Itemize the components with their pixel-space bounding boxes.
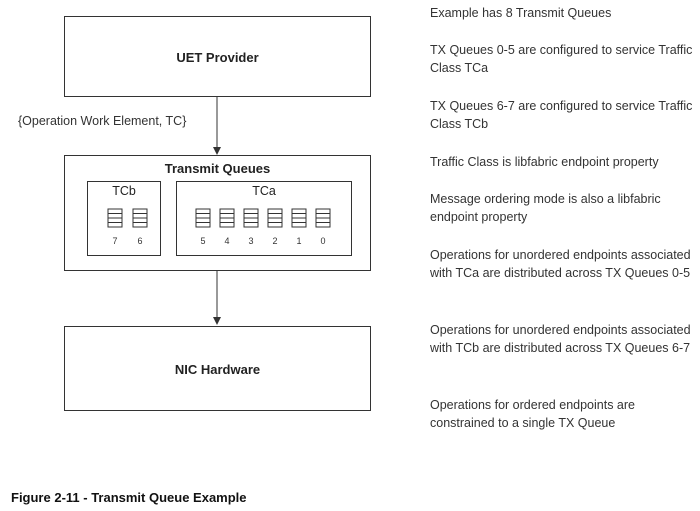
queue-number-5: 5 (200, 236, 206, 246)
note-5: Message ordering mode is also a libfabri… (430, 192, 661, 224)
tx-queue-7-icon (107, 208, 123, 228)
tx-queue-3-icon (243, 208, 259, 228)
note-8: Operations for ordered endpoints are con… (430, 398, 635, 430)
note-3: TX Queues 6-7 are configured to service … (430, 99, 693, 131)
note-4: Traffic Class is libfabric endpoint prop… (430, 155, 659, 169)
transmit-queues-label: Transmit Queues (164, 161, 271, 176)
nic-hardware-box: NIC Hardware (64, 326, 371, 411)
queue-number-3: 3 (248, 236, 254, 246)
tx-queue-4-icon (219, 208, 235, 228)
queue-number-4: 4 (224, 236, 230, 246)
queue-number-1: 1 (296, 236, 302, 246)
operation-edge-label: {Operation Work Element, TC} (18, 114, 187, 128)
arrowhead-queues (213, 147, 221, 155)
tx-queue-5-icon (195, 208, 211, 228)
uet-provider-box: UET Provider (64, 16, 371, 97)
tx-queue-2-icon (267, 208, 283, 228)
queue-number-7: 7 (112, 236, 118, 246)
tx-queue-1-icon (291, 208, 307, 228)
figure-caption: Figure 2-11 - Transmit Queue Example (11, 490, 247, 505)
arrowhead-nic (213, 317, 221, 325)
queue-number-0: 0 (320, 236, 326, 246)
tx-queue-6-icon (132, 208, 148, 228)
tca-label: TCa (252, 184, 276, 198)
queue-number-6: 6 (137, 236, 143, 246)
nic-hardware-label: NIC Hardware (174, 362, 261, 377)
queue-number-2: 2 (272, 236, 278, 246)
tcb-label: TCb (112, 184, 136, 198)
tcb-group-box: TCb (87, 181, 161, 256)
tx-queue-0-icon (315, 208, 331, 228)
note-2: TX Queues 0-5 are configured to service … (430, 43, 693, 75)
note-7: Operations for unordered endpoints assoc… (430, 323, 691, 355)
uet-provider-label: UET Provider (176, 50, 259, 65)
note-6: Operations for unordered endpoints assoc… (430, 248, 691, 280)
note-1: Example has 8 Transmit Queues (430, 6, 612, 20)
